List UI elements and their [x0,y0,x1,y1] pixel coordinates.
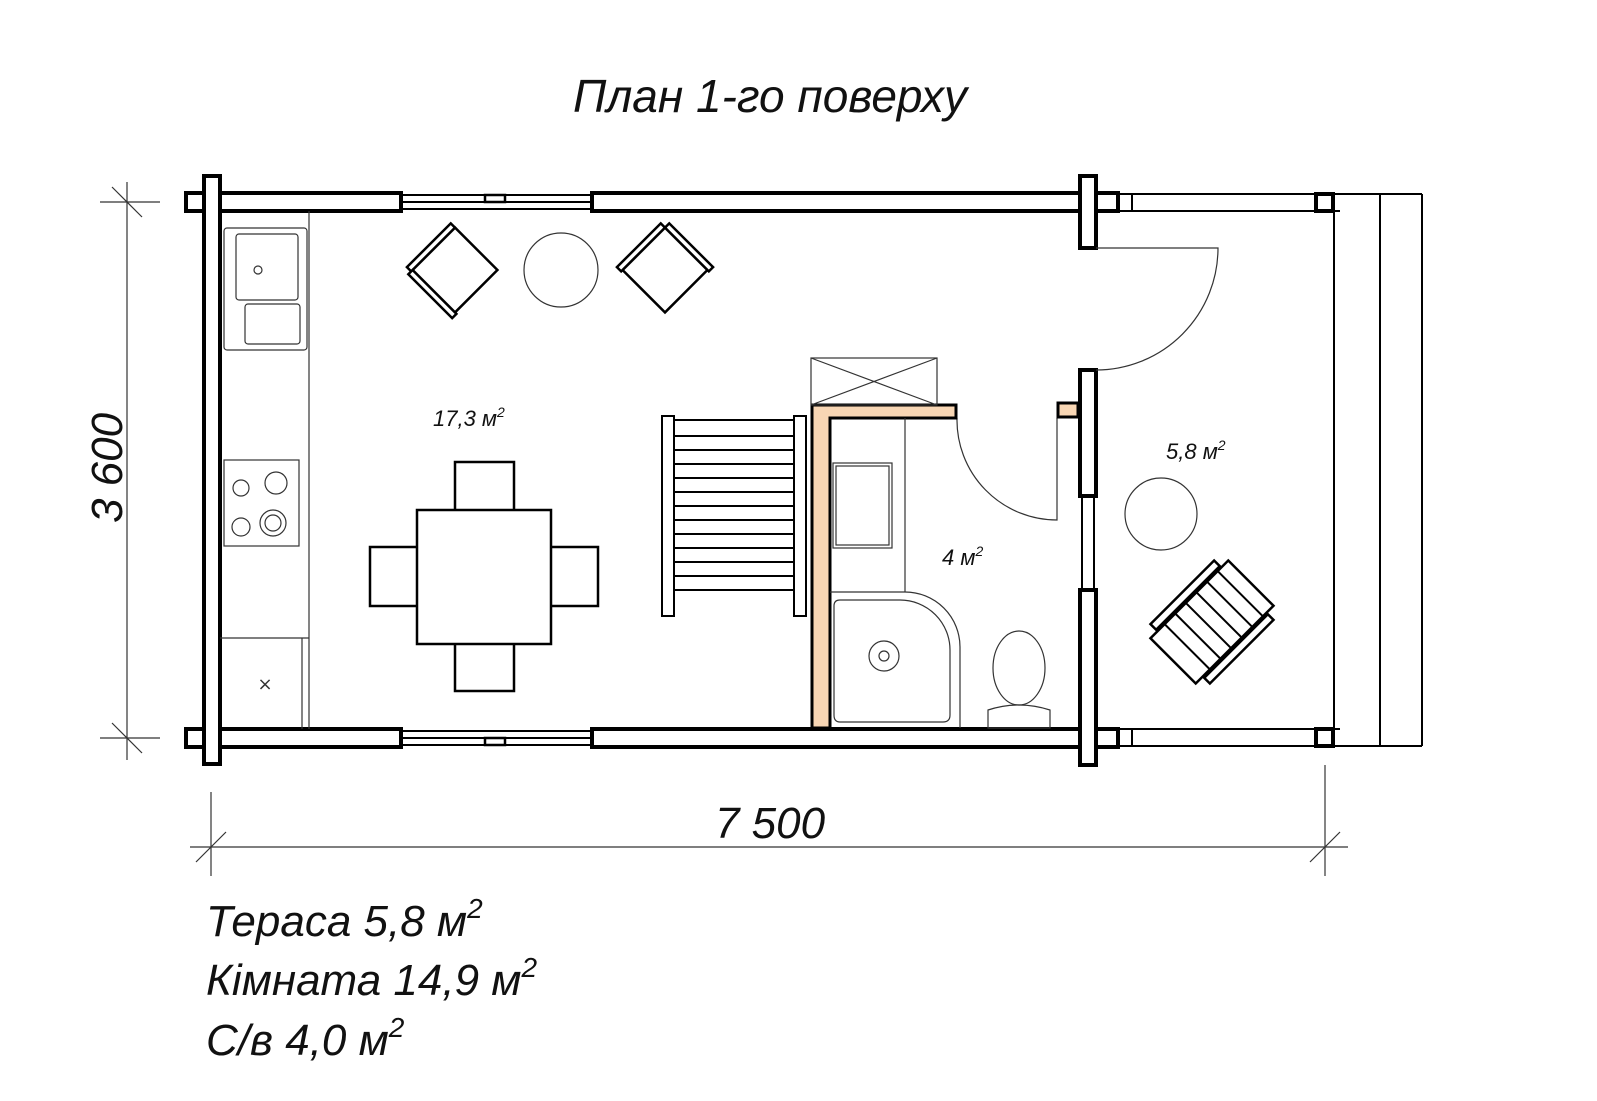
windows [400,193,1095,747]
terrace [1096,192,1423,748]
dining-table [368,460,600,693]
height-label: 3 600 [83,412,132,523]
bathroom-partition [810,357,1080,730]
walls [184,174,1120,767]
svg-text:×: × [257,674,272,695]
lounge-furniture [405,221,715,320]
plan-title: План 1-го поверху [573,70,970,122]
summary-room: Кімната 14,9 м2 [206,952,537,1005]
stairs [661,415,807,617]
doors [956,247,1219,521]
dimension-width: 7 500 [190,765,1348,876]
kitchen: × [220,211,310,729]
width-label: 7 500 [715,799,826,848]
room-area-bathroom: 4 м2 [942,543,983,570]
summary-bathroom: С/в 4,0 м2 [206,1012,405,1065]
room-area-terrace: 5,8 м2 [1166,437,1226,464]
terrace-furniture [1124,477,1276,686]
dimension-height: 3 600 [83,182,160,760]
summary-terrace: Тераса 5,8 м2 [206,893,483,946]
room-area-living: 17,3 м2 [433,404,505,431]
bathroom-fixtures [830,418,1051,729]
area-summary: Тераса 5,8 м2 Кімната 14,9 м2 С/в 4,0 м2 [206,893,537,1065]
